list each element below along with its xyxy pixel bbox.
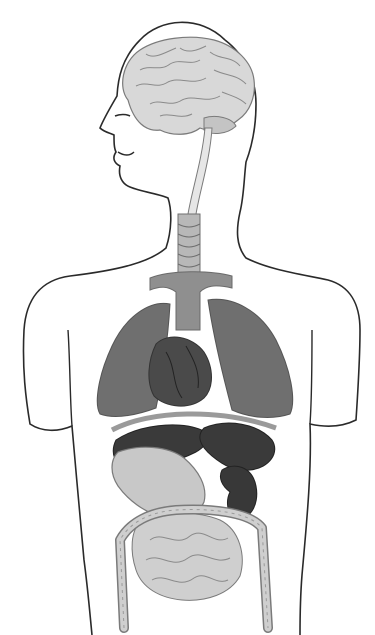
- mouth: [118, 152, 134, 155]
- small-intestine: [132, 513, 242, 600]
- spinal-cord: [188, 128, 212, 214]
- spleen: [200, 423, 275, 470]
- left-lung: [208, 299, 293, 417]
- left-arm-inner: [68, 330, 72, 426]
- eye: [115, 115, 130, 117]
- right-arm-inner: [310, 330, 312, 424]
- brain: [123, 37, 255, 134]
- heart: [149, 337, 212, 406]
